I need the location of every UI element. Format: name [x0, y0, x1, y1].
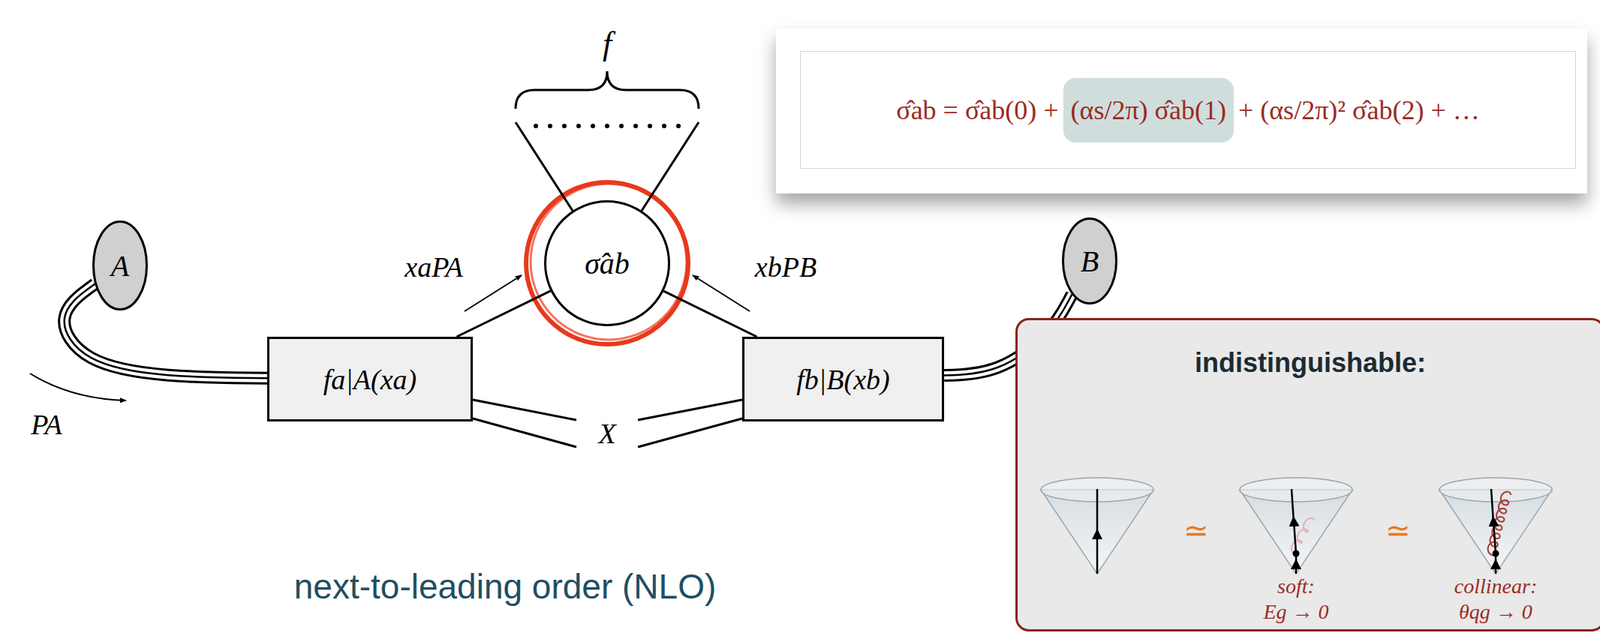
connector — [457, 291, 551, 337]
formula-box: σ̂ab = σ̂ab(0) +(αs/2π) σ̂ab(1)+ (αs/2π)… — [775, 28, 1588, 194]
pdf-box: fb|B(xb) — [742, 336, 945, 422]
drawn-circle — [647, 123, 653, 129]
hard-process-circle: σ̂ab — [544, 200, 671, 327]
highlight-ring — [530, 183, 687, 340]
node-label: A — [111, 248, 130, 284]
parton-line — [457, 291, 551, 337]
final-state-line — [641, 122, 699, 211]
dots — [533, 123, 681, 129]
remnant-line — [472, 418, 577, 448]
limit-label: Eg → 0 — [1263, 600, 1329, 625]
drawn-circle — [576, 123, 581, 129]
brace — [515, 71, 699, 109]
momentum-label: xbPB — [754, 250, 817, 284]
hadron-line-gap — [64, 284, 268, 379]
final-state-label: f — [602, 24, 612, 64]
momentum-arrow — [464, 275, 522, 312]
formula-term: σ̂ab = σ̂ab(0) + — [896, 94, 1059, 127]
remnant-line — [637, 418, 743, 448]
drawn-circle — [590, 123, 596, 129]
outline-ellipse — [545, 201, 670, 326]
momentum-label: PA — [30, 408, 63, 442]
connector — [64, 284, 268, 379]
hadron-line — [64, 284, 268, 379]
momentum-arrow — [30, 373, 127, 401]
drawn-circle — [676, 123, 681, 129]
drawn-circle — [562, 123, 567, 129]
momentum-arrow — [692, 275, 750, 312]
equivalence-sign: ≃ — [1183, 513, 1210, 548]
remnant-line — [637, 400, 743, 421]
drawn-circle — [604, 123, 610, 129]
connector — [663, 291, 757, 337]
pdf-box: fa|A(xa) — [267, 336, 473, 422]
final-state-line — [515, 122, 573, 211]
drawn-circle — [547, 123, 553, 129]
node-label: σ̂ab — [584, 246, 630, 282]
outline-ellipse — [93, 222, 148, 310]
node-label: fa|A(xa) — [323, 363, 417, 397]
limit-label: soft: — [1277, 574, 1315, 599]
parton-line — [663, 291, 757, 337]
hadron-ellipse: B — [1061, 217, 1118, 305]
formula-term: (αs/2π) σ̂ab(1) — [1063, 78, 1234, 143]
highlight-ring — [526, 182, 689, 345]
drawn-circle — [533, 123, 539, 129]
limit-label: θqg → 0 — [1458, 600, 1533, 625]
drawn-circle — [633, 123, 638, 129]
equivalence-sign: ≃ — [1385, 513, 1411, 548]
momentum-label: xaPA — [404, 250, 463, 284]
drawn-circle — [661, 123, 667, 129]
remnant-line — [472, 400, 577, 421]
drawn-circle — [619, 123, 624, 129]
panel-heading: indistinguishable: — [1017, 347, 1600, 379]
outline-ellipse — [1063, 219, 1117, 304]
hadron-line — [64, 284, 268, 379]
order-title: next-to-leading order (NLO) — [294, 566, 716, 608]
hadron-ellipse: A — [92, 220, 148, 311]
node-label: fb|B(xb) — [796, 363, 890, 397]
limit-label: collinear: — [1454, 574, 1537, 599]
node-label: B — [1080, 243, 1099, 280]
formula-term: + (αs/2π)² σ̂ab(2) + … — [1238, 94, 1480, 127]
remnant-label: X — [598, 417, 616, 451]
